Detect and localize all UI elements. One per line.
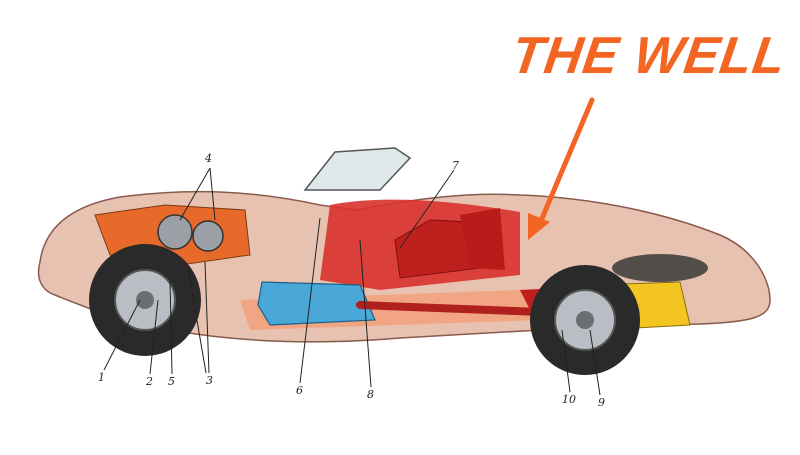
- callout-1: 1: [98, 371, 105, 384]
- leader-lines: [103, 167, 601, 396]
- callout-3: 3: [206, 374, 213, 387]
- callout-7: 7: [452, 159, 459, 172]
- front-wheel: [89, 244, 201, 356]
- callout-6: 6: [296, 384, 303, 397]
- callout-2: 2: [146, 375, 153, 388]
- callout-4: 4: [205, 152, 212, 165]
- callout-9: 9: [598, 396, 605, 409]
- arrow-icon: [528, 97, 595, 240]
- engine-cylinder: [192, 220, 224, 252]
- spare-tire-well: [612, 254, 708, 282]
- rear-wheel: [530, 265, 640, 375]
- propshaft: [356, 301, 544, 316]
- callout-10: 10: [562, 393, 576, 406]
- callout-8: 8: [367, 388, 374, 401]
- engine-cylinder: [157, 214, 193, 250]
- headline-title: THE WELL: [507, 27, 790, 85]
- gearbox: [257, 281, 376, 326]
- seat-back: [460, 208, 505, 270]
- callout-5: 5: [168, 375, 175, 388]
- windshield: [303, 147, 412, 191]
